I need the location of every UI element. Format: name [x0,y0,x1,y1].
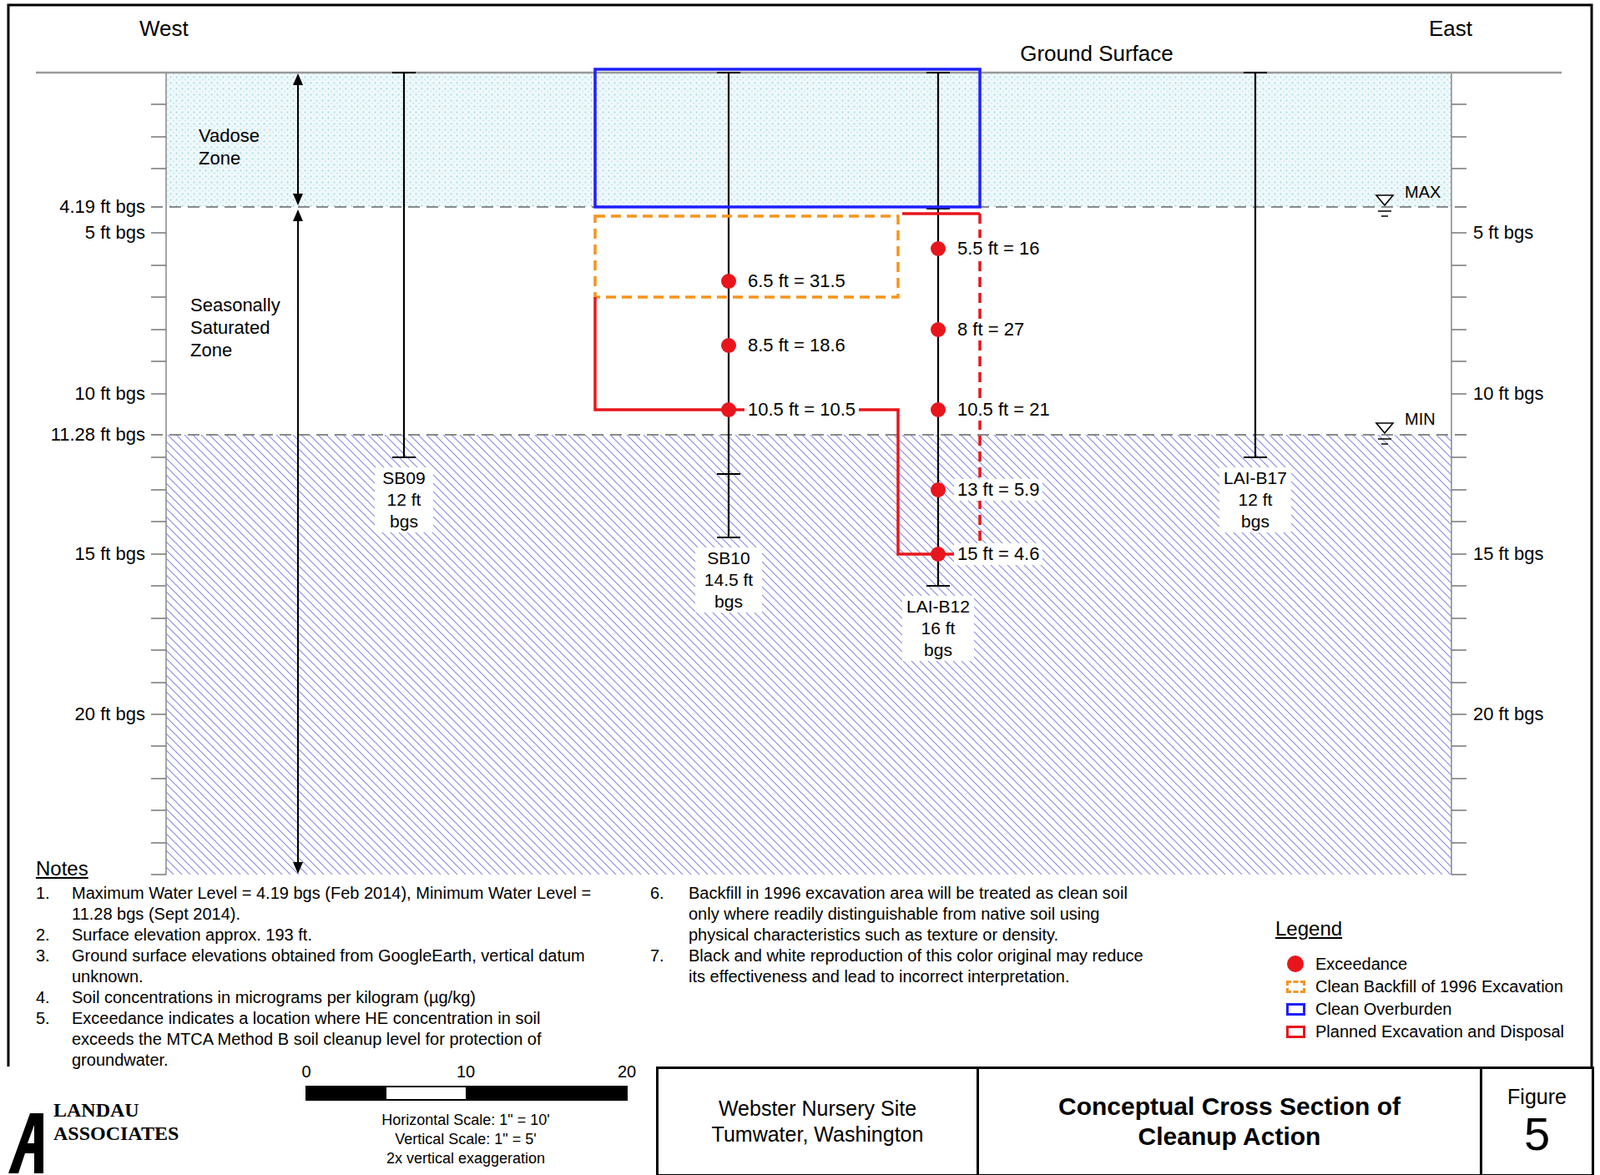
note-text: Black and white reproduction of this col… [688,945,1156,988]
note-number: 1. [35,883,51,904]
title-block-text: Figure [1507,1084,1567,1110]
depth-label: 10 ft bgs [75,383,146,405]
legend-swatch [1286,1025,1306,1039]
company-logo [8,1113,44,1174]
clean-overburden-outline [595,69,980,207]
depth-label: 20 ft bgs [1473,703,1544,726]
title-block-cell: Figure5 [1479,1066,1595,1175]
legend-text: Clean Overburden [1315,999,1452,1020]
planned-excavation-outline [595,213,980,555]
notes-heading: Notes [35,856,89,881]
water-table-symbol [1376,195,1394,445]
title-block-cell: Webster Nursery Site Tumwater, Washingto… [656,1066,980,1175]
concentration-label: 15 ft = 4.6 [953,543,1043,566]
depth-label: 5 ft bgs [85,222,146,244]
water-level-line [151,206,1467,435]
legend-entry: Clean Overburden [1285,997,1452,1021]
scale-number: 10 [456,1061,475,1082]
legend-text: Clean Backfill of 1996 Excavation [1315,976,1564,997]
note-text: Soil concentrations in micrograms per ki… [71,987,606,1009]
boring-label: LAI-B17 12 ft bgs [1219,467,1292,533]
note-text: Ground surface elevations obtained from … [71,945,606,988]
legend-text: Exceedance [1315,953,1408,975]
note-number: 7. [650,945,665,967]
note-text: Exceedance indicates a location where HE… [71,1008,606,1071]
concentration-label: 10.5 ft = 10.5 [744,398,859,421]
scale-number: 20 [617,1061,636,1082]
title-block-text: Webster Nursery Site Tumwater, Washingto… [692,1095,944,1148]
zone-label: Vadose Zone [198,124,283,170]
depth-ticks [151,104,167,875]
concentration-label: 10.5 ft = 21 [953,398,1054,421]
depth-label: 20 ft bgs [75,703,146,726]
note-number: 2. [35,924,51,946]
legend-entry: Clean Backfill of 1996 Excavation [1285,974,1564,999]
depth-label: 5 ft bgs [1473,222,1534,244]
title-block-text: Conceptual Cross Section of Cleanup Acti… [1041,1091,1418,1152]
boring-lines [392,72,1267,586]
clean-backfill-outline [595,216,899,298]
depth-label: 10 ft bgs [1473,383,1544,405]
zone-label: Seasonally Saturated Zone [190,293,286,362]
saturated-zone-hatch [166,434,1452,875]
vadose-zone-fill [166,72,1452,207]
concentration-label: 13 ft = 5.9 [953,479,1043,501]
note-number: 3. [35,945,51,967]
note-number: 5. [35,1008,51,1030]
legend-swatch [1286,1003,1306,1016]
concentration-label: 6.5 ft = 31.5 [744,270,849,293]
boring-label: SB10 14.5 ft bgs [695,547,763,613]
legend-swatch [1286,980,1306,994]
concentration-label: 8.5 ft = 18.6 [744,334,849,357]
note-number: 6. [650,883,665,904]
scale-text: Vertical Scale: 1" = 5' [394,1130,536,1149]
boring-label: LAI-B12 16 ft bgs [902,595,975,662]
depth-label: 11.28 ft bgs [50,423,146,446]
note-text: Maximum Water Level = 4.19 bgs (Feb 2014… [71,883,606,925]
concentration-label: 5.5 ft = 16 [953,237,1043,260]
depth-label: 15 ft bgs [1473,543,1544,566]
depth-label: 15 ft bgs [75,543,146,566]
drawing-frame [8,5,1592,1175]
water-level-label: MAX [1404,181,1441,202]
legend-entry: Exceedance [1285,952,1408,976]
boring-label: SB09 12 ft bgs [374,467,434,533]
water-level-label: MIN [1404,408,1436,430]
legend-heading: Legend [1275,916,1343,941]
exceedance-dots [721,241,946,562]
concentration-label: 8 ft = 27 [953,318,1028,341]
direction-label: East [1428,15,1473,42]
depth-ticks [1451,104,1467,875]
direction-label: West [139,15,189,42]
scale-text: Horizontal Scale: 1" = 10' [381,1110,550,1130]
legend-entry: Planned Excavation and Disposal [1285,1019,1565,1044]
zone-arrows [292,73,303,874]
scale-bar [306,1086,627,1101]
note-text: Surface elevation approx. 193 ft. [71,924,606,946]
legend-swatch [1287,955,1304,973]
company-name: LANDAU ASSOCIATES [53,1098,192,1146]
legend-text: Planned Excavation and Disposal [1315,1021,1565,1042]
ground-surface-label: Ground Surface [1019,40,1174,67]
depth-axis [166,72,1452,875]
depth-label: 4.19 ft bgs [59,196,146,218]
title-block-text: 5 [1524,1109,1550,1160]
title-block-cell: Conceptual Cross Section of Cleanup Acti… [976,1066,1483,1175]
scale-text: 2x vertical exaggeration [386,1149,546,1168]
note-number: 4. [35,987,51,1009]
ground-surface-line [35,71,1562,75]
note-text: Backfill in 1996 excavation area will be… [688,883,1156,946]
scale-number: 0 [301,1061,311,1082]
